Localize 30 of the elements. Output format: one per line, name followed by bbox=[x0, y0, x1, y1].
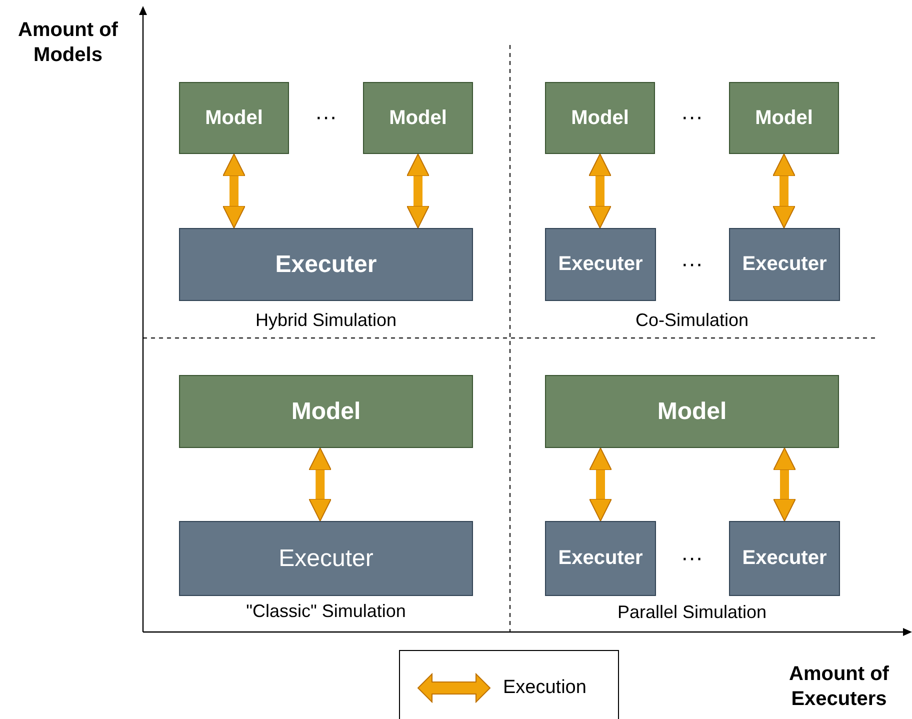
model-box: Model bbox=[179, 82, 289, 154]
double-arrow bbox=[588, 154, 612, 228]
double-arrow bbox=[406, 154, 430, 228]
executer-box: Executer bbox=[545, 521, 656, 596]
ellipsis: ··· bbox=[681, 251, 703, 277]
legend-label: Execution bbox=[503, 677, 586, 699]
ellipsis: ··· bbox=[315, 104, 337, 130]
axis-label: Amount of Models bbox=[17, 18, 119, 68]
double-arrow bbox=[772, 154, 796, 228]
executer-box: Executer bbox=[729, 521, 840, 596]
executer-box: Executer bbox=[729, 228, 840, 301]
model-box: Model bbox=[179, 375, 473, 448]
executer-box: Executer bbox=[179, 228, 473, 301]
ellipsis: ··· bbox=[681, 545, 703, 571]
axis-label: Amount of Executers bbox=[788, 662, 890, 712]
quadrant-caption: Hybrid Simulation bbox=[255, 310, 397, 331]
executer-box: Executer bbox=[545, 228, 656, 301]
double-arrow bbox=[222, 154, 246, 228]
model-box: Model bbox=[363, 82, 473, 154]
ellipsis: ··· bbox=[681, 104, 703, 130]
executer-box: Executer bbox=[179, 521, 473, 596]
quadrant-caption: "Classic" Simulation bbox=[246, 601, 406, 622]
model-box: Model bbox=[729, 82, 839, 154]
quadrant-caption: Parallel Simulation bbox=[617, 602, 767, 623]
double-arrow bbox=[308, 448, 332, 522]
quadrant-caption: Co-Simulation bbox=[635, 310, 749, 331]
model-box: Model bbox=[545, 375, 839, 448]
double-arrow bbox=[773, 448, 796, 522]
double-arrow bbox=[589, 448, 612, 522]
model-box: Model bbox=[545, 82, 655, 154]
